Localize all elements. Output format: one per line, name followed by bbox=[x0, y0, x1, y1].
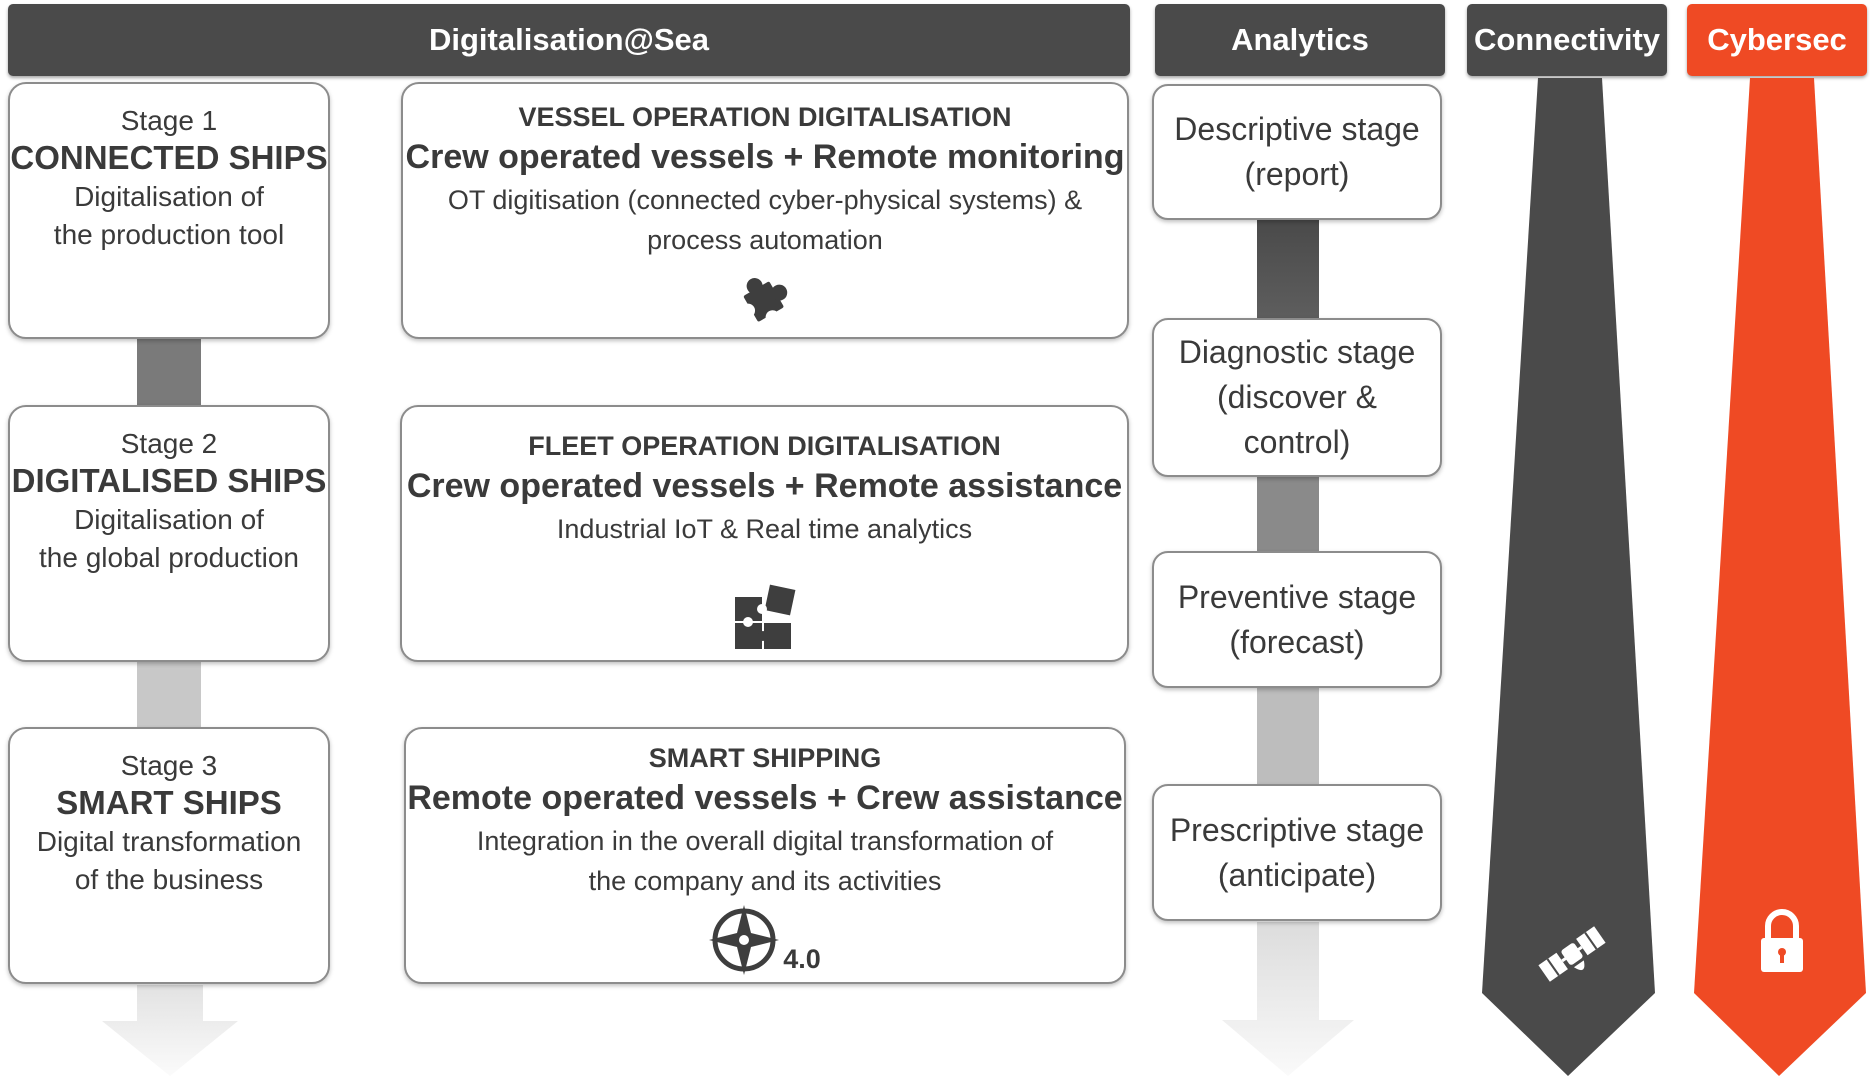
operation-description: Industrial IoT & Real time analytics bbox=[556, 514, 973, 544]
stage-connector-1 bbox=[137, 338, 201, 406]
operation-box-fleet: FLEET OPERATION DIGITALISATION Crew oper… bbox=[400, 405, 1129, 662]
stage-box-1: Stage 1 CONNECTED SHIPS Digitalisation o… bbox=[8, 82, 330, 339]
analytics-connector-2 bbox=[1257, 476, 1319, 552]
analytics-connector-3 bbox=[1257, 688, 1319, 786]
analytics-stage-name: Preventive stage bbox=[1177, 578, 1417, 615]
analytics-header: Analytics bbox=[1155, 4, 1445, 76]
operation-description: the company and its activities bbox=[588, 866, 942, 896]
connectivity-header: Connectivity bbox=[1467, 4, 1667, 76]
analytics-arrow-down bbox=[1222, 922, 1354, 1076]
stage-number: Stage 3 bbox=[120, 750, 218, 781]
analytics-stage-name: Descriptive stage bbox=[1174, 111, 1420, 147]
stage-description: of the business bbox=[74, 864, 264, 895]
operation-kicker: SMART SHIPPING bbox=[648, 743, 882, 773]
operation-title: Crew operated vessels + Remote assistanc… bbox=[406, 467, 1123, 505]
stage-connector-2 bbox=[137, 660, 201, 728]
analytics-stage-name: Diagnostic stage bbox=[1178, 334, 1416, 370]
stage-description: Digital transformation bbox=[36, 826, 302, 857]
analytics-box-diagnostic: Diagnostic stage (discover & control) bbox=[1152, 318, 1442, 477]
digitalisation-header-label: Digitalisation@Sea bbox=[428, 22, 709, 57]
operation-box-vessel: VESSEL OPERATION DIGITALISATION Crew ope… bbox=[401, 82, 1129, 339]
analytics-stage-detail: control) bbox=[1243, 424, 1351, 460]
analytics-box-descriptive: Descriptive stage (report) bbox=[1152, 84, 1442, 220]
operation-box-smart: SMART SHIPPING Remote operated vessels +… bbox=[404, 727, 1126, 984]
padlock-icon bbox=[1761, 909, 1803, 972]
stage-description: Digitalisation of bbox=[74, 504, 264, 535]
operation-description: OT digitisation (connected cyber-physica… bbox=[447, 185, 1083, 215]
puzzle-piece-icon bbox=[741, 278, 788, 325]
analytics-stage-detail: (anticipate) bbox=[1217, 856, 1377, 893]
compass-rose-icon bbox=[709, 905, 780, 975]
stage-title: DIGITALISED SHIPS bbox=[11, 462, 327, 499]
stage-title: CONNECTED SHIPS bbox=[10, 139, 328, 176]
analytics-stage-name: Prescriptive stage bbox=[1169, 811, 1425, 848]
operation-description: Integration in the overall digital trans… bbox=[476, 826, 1054, 856]
stage-arrow-down bbox=[102, 985, 238, 1076]
operation-kicker: VESSEL OPERATION DIGITALISATION bbox=[518, 102, 1012, 132]
analytics-box-preventive: Preventive stage (forecast) bbox=[1152, 551, 1442, 688]
stage-box-2: Stage 2 DIGITALISED SHIPS Digitalisation… bbox=[8, 405, 330, 662]
analytics-stage-detail: (forecast) bbox=[1229, 623, 1365, 660]
stage-box-3: Stage 3 SMART SHIPS Digital transformati… bbox=[8, 727, 330, 984]
version-badge: 4.0 bbox=[783, 944, 821, 974]
cybersec-tie bbox=[1694, 78, 1866, 1076]
connectivity-header-label: Connectivity bbox=[1473, 22, 1661, 57]
analytics-connector-1 bbox=[1257, 220, 1319, 320]
connectivity-tie bbox=[1482, 78, 1655, 1076]
operation-description: process automation bbox=[647, 225, 883, 255]
stage-description: the production tool bbox=[53, 219, 285, 250]
satellite-icon bbox=[1538, 926, 1606, 982]
cybersec-header: Cybersec bbox=[1687, 4, 1867, 76]
puzzle-assembly-icon bbox=[734, 584, 795, 649]
stage-number: Stage 1 bbox=[120, 105, 218, 136]
analytics-stage-detail: (discover & bbox=[1216, 379, 1378, 415]
analytics-box-prescriptive: Prescriptive stage (anticipate) bbox=[1152, 784, 1442, 921]
digitalisation-header: Digitalisation@Sea bbox=[8, 4, 1130, 76]
stage-description: Digitalisation of bbox=[74, 181, 264, 212]
cybersec-header-label: Cybersec bbox=[1707, 22, 1847, 57]
operation-kicker: FLEET OPERATION DIGITALISATION bbox=[528, 431, 1001, 461]
analytics-header-label: Analytics bbox=[1231, 22, 1369, 57]
stage-description: the global production bbox=[39, 542, 299, 573]
operation-title: Crew operated vessels + Remote monitorin… bbox=[405, 138, 1125, 176]
stage-number: Stage 2 bbox=[120, 428, 218, 459]
analytics-stage-detail: (report) bbox=[1244, 156, 1350, 192]
operation-title: Remote operated vessels + Crew assistanc… bbox=[407, 779, 1123, 817]
stage-title: SMART SHIPS bbox=[56, 784, 282, 821]
